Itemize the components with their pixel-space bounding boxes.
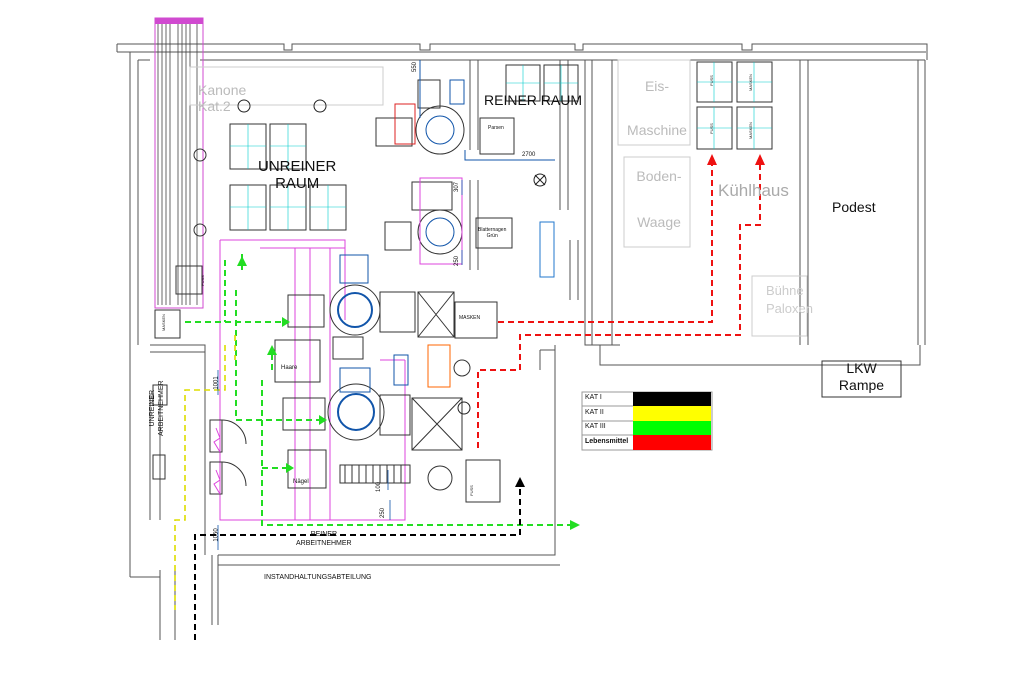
label-masken-box: MASKEN [459,315,481,321]
crates-reiner [505,64,579,102]
label-parsen: Parsen [488,125,504,131]
dim-2700: 2700 [522,152,536,158]
flow-kat2 [174,335,236,610]
label-masken-2: MASKEN [747,122,753,139]
boden-line1: Boden- [636,168,682,184]
room-label-buehne: Bühne Paloxen [766,282,813,318]
flow-kat3 [185,250,570,526]
label-naegel: Nägel [293,479,309,485]
machine-cluster-lower [282,367,501,503]
tower-crates [154,148,207,339]
label-masken-3: MASKEN [160,314,166,331]
tower-conveyor [154,17,204,309]
machine-cluster-upper [274,254,498,388]
person-icons [237,99,471,415]
dim-250-a: 250 [454,255,461,267]
flow-kat1 [194,485,521,640]
buehne-line2: Paloxen [766,301,813,316]
crates-unreiner [229,123,347,231]
label-haare: Haare [281,365,298,371]
eis-line1: Eis- [644,78,670,94]
room-label-reiner-arbeitnehmer: REINER ARBEITNEHMER [296,530,352,548]
ra-line2: ARBEITNEHMER [296,540,352,547]
doors [152,384,247,495]
flow-kat1-head [515,477,525,487]
room-label-eis-maschine: Eis- Maschine [624,78,690,138]
room-label-unreiner-arbeitnehmer: UNREINER ARBEITNEHMER [148,380,166,436]
unreiner-raum-line1: UNREINER [258,158,337,175]
flow-kat3-heads [237,256,580,530]
flow-food-heads [707,154,765,165]
label-masken-1: MASKEN [747,74,753,91]
lkw-line1: LKW [846,360,877,376]
eis-line2: Maschine [627,122,687,138]
room-label-bodenwaage: Boden- Waage [628,168,690,230]
room-label-reiner-raum: REINER RAUM [484,92,583,108]
dim-307: 307 [454,181,461,193]
room-label-unreiner-raum: UNREINER RAUM [258,158,336,192]
legend-label-kat3: KAT III [585,423,606,430]
ua-line1: UNREINER [149,389,156,427]
blatternagen-line1: Blatternagen [478,227,507,233]
room-label-podest: Podest [832,199,876,215]
label-fuss-2: FUSS [708,123,714,134]
room-label-instandhaltung: INSTANDHALTUNGSABTEILUNG [264,574,372,581]
label-fuss-1: FUSS [708,75,714,86]
blatternagen-line2: Grün [486,233,498,239]
dim-1050: 1050 [213,528,220,542]
kanone-text: Kanone [198,82,247,98]
conveyor-frame [219,239,406,521]
kanone-kat-text: Kat.2 [198,98,231,114]
label-blatternagen: Blatternagen Grün [478,227,506,239]
buehne-line1: Bühne [766,283,804,298]
crates-kuehlhaus [696,61,773,150]
legend-label-food: Lebensmittel [585,438,629,445]
room-label-kuehlhaus: Kühlhaus [718,181,789,200]
room-label-lkw-rampe: LKW Rampe [822,360,901,394]
lkw-ramp-box [821,360,902,398]
cold-room-fixtures [189,59,808,337]
ua-line2: ARBEITNEHMER [158,380,165,436]
dim-250-b: 250 [380,507,387,519]
legend-label-kat1: KAT I [585,394,602,401]
dimension-lines [217,60,555,550]
legend [581,391,713,451]
flow-food [477,163,761,448]
walls [116,43,928,640]
label-fuss-3: FUSS [199,275,205,286]
label-fuss-4: FUSS [468,485,474,496]
dim-100: 100 [376,481,383,493]
lkw-line2: Rampe [838,377,885,393]
room-label-kanone: Kanone Kat.2 [198,82,246,114]
unreiner-raum-line2: RAUM [275,175,320,192]
boden-line2: Waage [637,214,681,230]
ra-line1: REINER [310,531,338,538]
legend-label-kat2: KAT II [585,409,604,416]
dim-1001: 1001 [213,376,220,390]
dim-550: 550 [412,61,419,73]
